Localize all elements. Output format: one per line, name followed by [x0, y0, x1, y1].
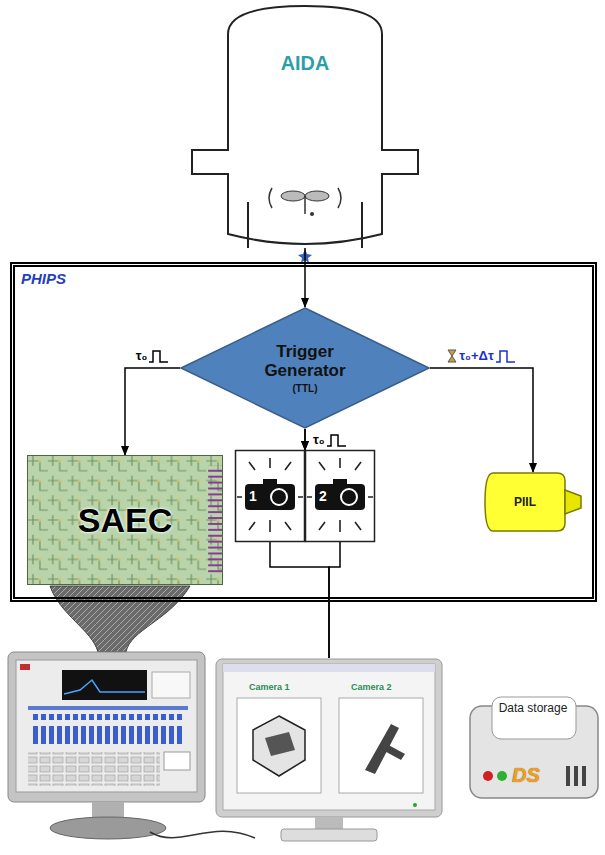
signal-line	[125, 368, 180, 455]
cable-bundle	[50, 586, 190, 652]
signal-name: τ₀	[313, 432, 325, 447]
camera-icon	[235, 450, 305, 542]
camera-monitor: Camera 1 Camera 2	[215, 658, 443, 843]
node-title: PIIL	[514, 495, 536, 509]
edge-label: τ₀	[313, 432, 347, 447]
decision-diamond: Trigger Generator (TTL)	[180, 307, 430, 429]
signal-line	[304, 429, 306, 450]
node-title: Trigger Generator	[250, 342, 360, 380]
instrument-frame: PHIPS Trigger Generator (TTL) SAEC 1 2 PIIL	[10, 262, 597, 602]
signal-name: τ₀	[136, 348, 148, 363]
chamber-outline	[190, 2, 420, 248]
laser: PIIL	[483, 472, 583, 532]
chamber: AIDA	[190, 2, 420, 248]
data-storage: Data storageDS	[468, 690, 600, 800]
node-text: (TTL)	[293, 383, 318, 394]
node-title: Camera 1	[249, 682, 290, 693]
node-title: AIDA	[190, 52, 420, 75]
signal-line	[430, 368, 533, 472]
node-text: Camera 2	[351, 682, 392, 693]
node-title: 1	[249, 488, 257, 504]
camera-icon	[305, 450, 375, 542]
pulse-icon	[327, 433, 347, 447]
node-title: 2	[319, 488, 327, 504]
node-title: Data storage	[495, 701, 571, 715]
node-title: PHIPS	[21, 270, 66, 287]
delay-icon	[447, 349, 457, 363]
node-title: SAEC	[78, 501, 172, 540]
signal-line	[304, 429, 306, 450]
edge-label: τ₀	[136, 348, 170, 363]
monitor-cable	[150, 831, 255, 838]
signal-name: τ₀+Δτ	[459, 348, 493, 363]
left-monitor	[8, 652, 205, 839]
signal-line	[304, 248, 306, 307]
pulse-icon	[149, 349, 169, 363]
electronics-board: SAEC	[27, 455, 223, 585]
camera: 2	[305, 450, 375, 542]
edge-label: τ₀+Δτ	[447, 348, 515, 363]
pulse-icon	[496, 349, 516, 363]
node-text: DS	[512, 764, 540, 786]
camera: 1	[235, 450, 305, 542]
